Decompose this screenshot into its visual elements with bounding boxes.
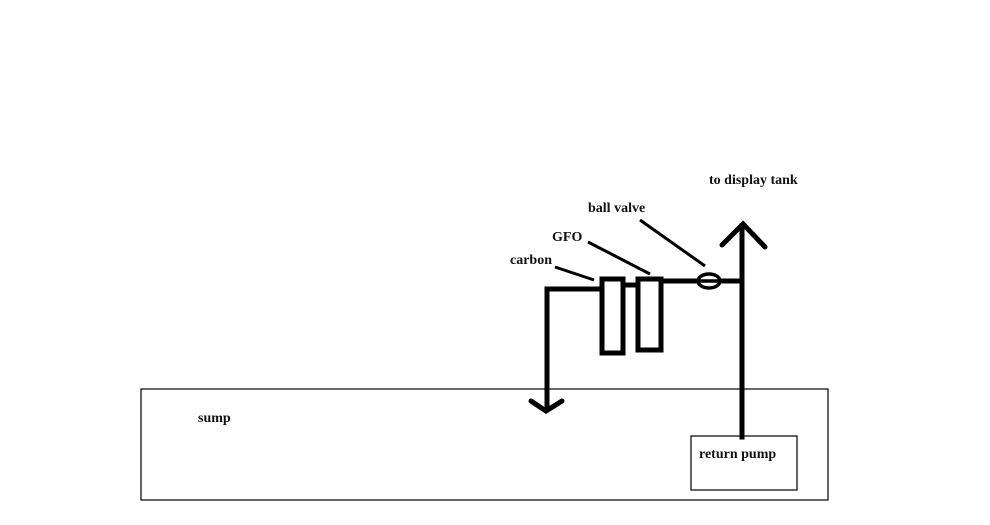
sump-label: sump <box>198 411 231 426</box>
carbon-leader <box>554 265 595 282</box>
carbon-reactor <box>599 276 626 356</box>
up-arrow-icon <box>719 220 768 250</box>
outlet-line <box>544 286 603 412</box>
sump-container <box>140 388 829 501</box>
carbon-label: carbon <box>510 253 552 268</box>
gfo-reactor <box>635 276 664 353</box>
ball-valve-label: ball valve <box>588 201 645 216</box>
return-pump-box <box>690 435 798 491</box>
return-pump-label: return pump <box>699 447 776 462</box>
ball-valve-leader <box>639 218 706 268</box>
to-display-tank-label: to display tank <box>709 173 798 188</box>
down-arrow-icon <box>528 398 565 414</box>
gfo-leader <box>587 240 651 276</box>
gfo-label: GFO <box>552 230 582 245</box>
